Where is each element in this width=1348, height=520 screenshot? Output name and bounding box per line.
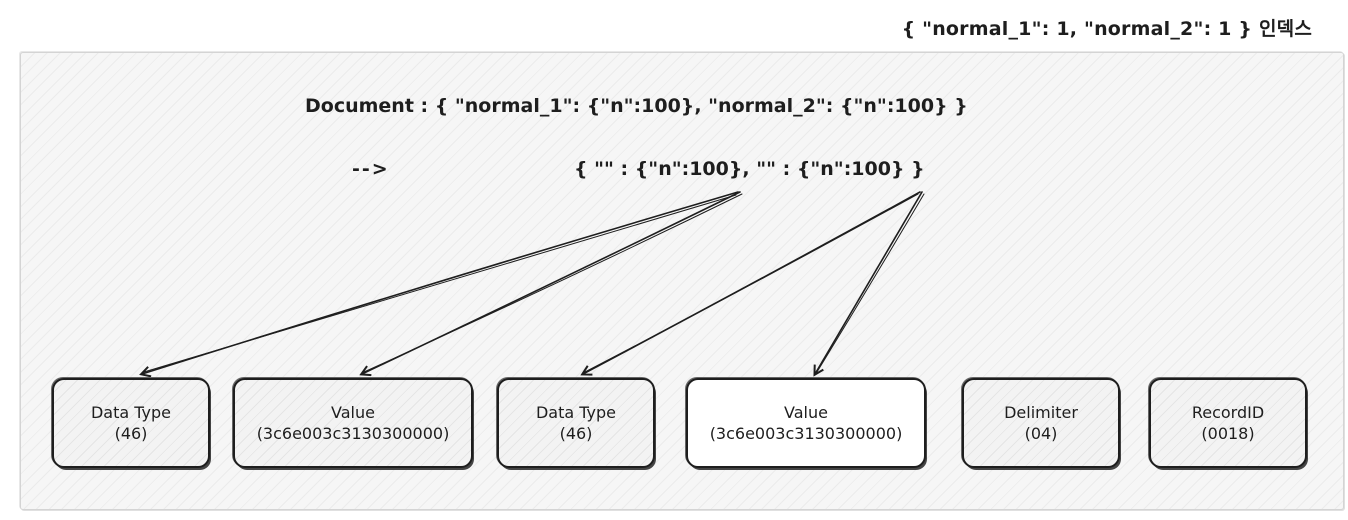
- document-line: Document : { "normal_1": {"n":100}, "nor…: [305, 95, 968, 117]
- box-delimiter: Delimiter (04): [962, 378, 1120, 468]
- box-value: (0018): [1201, 424, 1255, 443]
- box-value-2: Value (3c6e003c3130300000): [686, 378, 926, 468]
- box-record-id: RecordID (0018): [1149, 378, 1307, 468]
- box-value: (46): [114, 424, 148, 443]
- box-label: Value: [331, 403, 375, 422]
- box-data-type-1: Data Type (46): [52, 378, 210, 468]
- box-value-1: Value (3c6e003c3130300000): [233, 378, 473, 468]
- box-value: (3c6e003c3130300000): [256, 424, 450, 443]
- box-label: RecordID: [1191, 403, 1265, 422]
- box-value: (46): [559, 424, 593, 443]
- box-label: Data Type: [90, 403, 172, 422]
- box-data-type-2: Data Type (46): [497, 378, 655, 468]
- index-title: { "normal_1": 1, "normal_2": 1 } 인덱스: [901, 18, 1312, 40]
- transformed-key-line: { "" : {"n":100}, "" : {"n":100} }: [574, 158, 925, 180]
- box-label: Delimiter: [1004, 403, 1078, 422]
- box-value: (3c6e003c3130300000): [709, 424, 903, 443]
- box-label: Value: [784, 403, 828, 422]
- diagram-frame: [20, 52, 1344, 510]
- box-value: (04): [1024, 424, 1058, 443]
- box-label: Data Type: [535, 403, 617, 422]
- transform-arrow-text: -->: [352, 158, 390, 180]
